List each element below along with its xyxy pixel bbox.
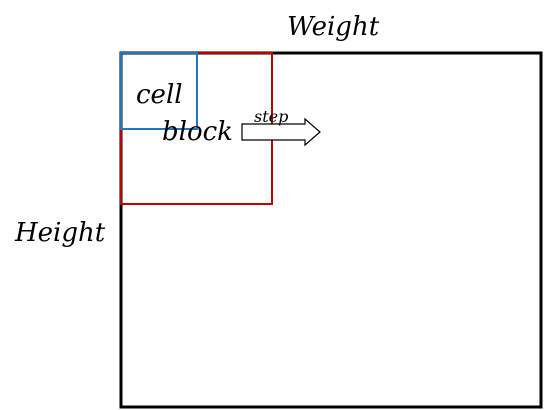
step-label: step [254, 107, 288, 126]
cell-label: cell [136, 80, 183, 110]
image-boundary [119, 51, 543, 409]
cell-rect [120, 52, 198, 130]
step-arrow [241, 117, 321, 147]
block-label: block [162, 117, 233, 147]
width-axis-label: Weight [287, 12, 380, 42]
height-axis-label: Height [14, 218, 106, 248]
